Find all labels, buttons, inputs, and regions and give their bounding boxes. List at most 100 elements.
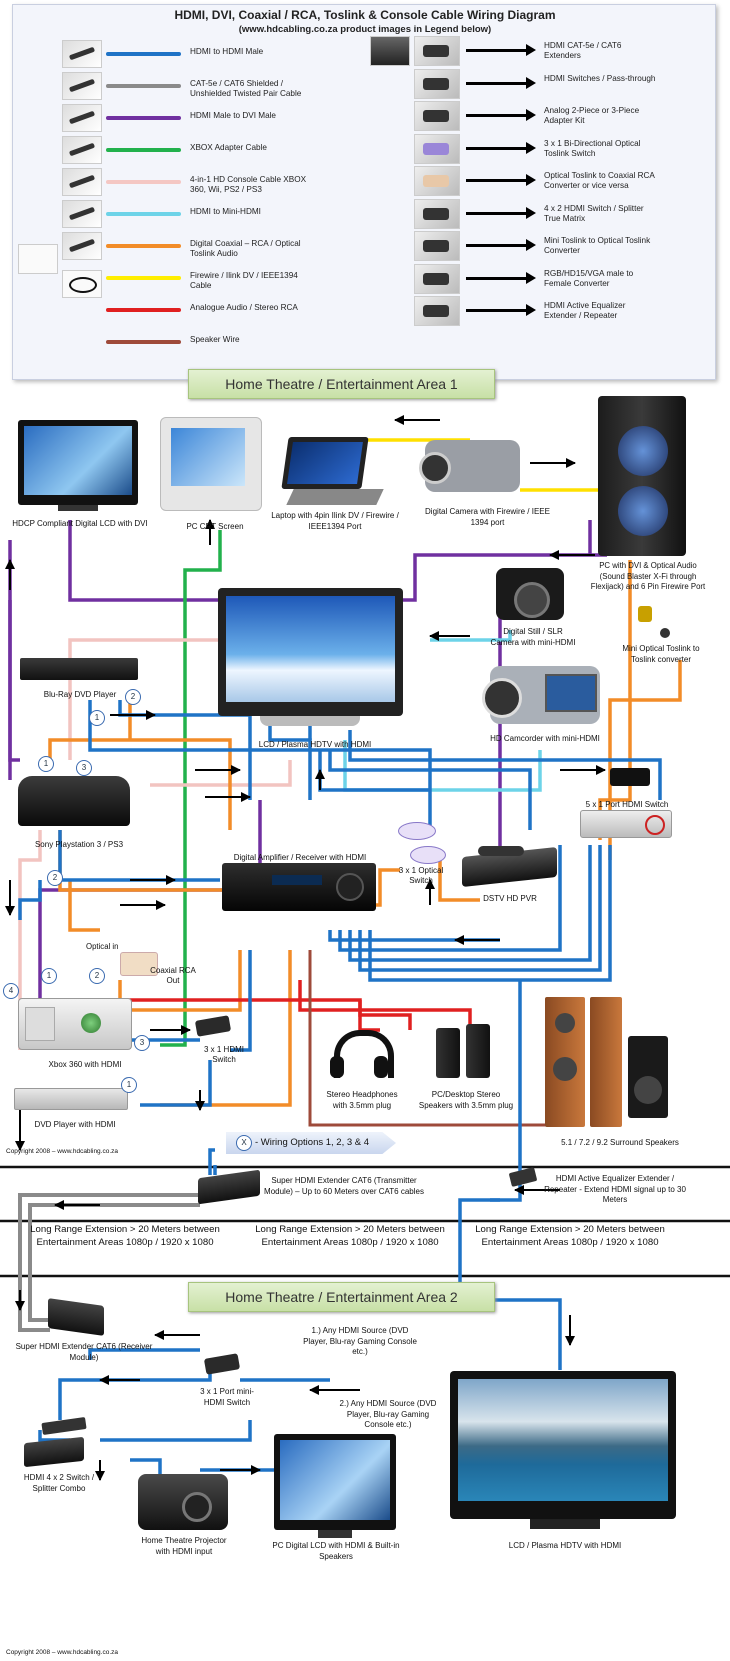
product-label: Mini Toslink to Optical Toslink Converte… <box>544 236 651 255</box>
ps3-label: Sony Playstation 3 / PS3 <box>34 840 124 849</box>
product-thumbnail <box>414 198 460 229</box>
wiring-options-label: - Wiring Options 1, 2, 3 & 4 <box>255 1137 370 1148</box>
product-thumbnail <box>414 68 460 99</box>
coaxial-out-label: Coaxial RCA Out <box>150 966 196 985</box>
splitter-label: HDMI 4 x 2 Switch / Splitter Combo <box>23 1473 95 1493</box>
amplifier-image <box>222 863 376 911</box>
cable-color-line <box>106 308 181 312</box>
ps3-image <box>18 776 130 826</box>
option-number: 1 <box>38 756 54 772</box>
slr-label: Digital Still / SLR Camera with mini-HDM… <box>490 627 576 647</box>
wiring-options-banner <box>226 1132 396 1154</box>
product-thumbnail <box>414 166 460 196</box>
product-arrow <box>466 239 536 251</box>
bluray-label: Blu-Ray DVD Player <box>43 690 117 699</box>
wiring-marker: X <box>236 1135 252 1151</box>
cable-thumbnail <box>62 40 102 68</box>
product-arrow <box>466 271 536 284</box>
projector-label: Home Theatre Projector with HDMI input <box>141 1536 227 1556</box>
dvd-label: DVD Player with HDMI <box>34 1120 116 1129</box>
coax-converter-image <box>120 952 158 976</box>
pc-tower-image <box>598 396 686 556</box>
surround-label: 5.1 / 7.2 / 9.2 Surround Speakers <box>561 1138 679 1147</box>
surround-speaker-center-image <box>590 997 622 1127</box>
legend-panel <box>12 4 716 380</box>
headphones-cup-right <box>374 1056 388 1078</box>
area1-title: Home Theatre / Entertainment Area 1 <box>188 369 495 399</box>
cable-label: Digital Coaxial – RCA / Optical Toslink … <box>190 239 301 258</box>
product-thumbnail <box>370 36 410 66</box>
optical-switch-image-2 <box>410 846 446 864</box>
laptop-label: Laptop with 4pin Ilink DV / Firewire / I… <box>271 511 399 531</box>
coax-plug-thumbnail <box>18 244 58 274</box>
product-thumbnail <box>414 231 460 261</box>
long-range-label-2: Long Range Extension > 20 Meters between… <box>255 1224 445 1248</box>
projector-image <box>138 1474 228 1530</box>
copyright-2: Copyright 2008 – www.hdcabling.co.za <box>6 1649 119 1656</box>
product-arrow <box>466 44 536 56</box>
pvr-label: DSTV HD PVR <box>483 894 537 903</box>
cable-thumbnail <box>62 200 102 228</box>
crt-image <box>160 417 262 511</box>
amplifier-label: Digital Amplifier / Receiver with HDMI <box>233 853 367 862</box>
option-number: 2 <box>47 870 63 886</box>
source1-label: 1.) Any HDMI Source (DVD Player, Blu-ray… <box>303 1326 417 1356</box>
product-arrow <box>466 304 536 316</box>
headphones-label: Stereo Headphones with 3.5mm plug <box>326 1090 398 1110</box>
xbox-label: Xbox 360 with HDMI <box>48 1060 122 1069</box>
subwoofer-image <box>628 1036 668 1118</box>
camera-image <box>419 440 520 492</box>
cable-label: CAT-5e / CAT6 Shielded / Unshielded Twis… <box>190 79 302 98</box>
crt-label: PC CRT Screen <box>186 522 244 531</box>
hdtv-stand <box>260 716 360 726</box>
cable-color-line <box>106 52 181 56</box>
cable-color-line <box>106 116 181 120</box>
pc-speakers-label: PC/Desktop Stereo Speakers with 3.5mm pl… <box>418 1090 514 1110</box>
camcorder-label: HD Camcorder with mini-HDMI <box>490 734 600 743</box>
product-thumbnail <box>414 263 460 294</box>
cable-thumbnail <box>62 168 102 196</box>
hdmi-5x1-switch-image <box>580 810 672 838</box>
option-number: 1 <box>89 710 105 726</box>
hdtv2-stand <box>530 1519 600 1529</box>
lcd-monitor-label: HDCP Compliant Digital LCD with DVI <box>12 519 148 528</box>
copyright-1: Copyright 2008 – www.hdcabling.co.za <box>6 1148 119 1155</box>
product-label: 4 x 2 HDMI Switch / Splitter True Matrix <box>544 203 644 223</box>
lcd-monitor-stand <box>58 505 98 511</box>
laptop-image <box>281 437 369 489</box>
headphones-image <box>334 1030 394 1078</box>
product-label: 3 x 1 Bi-Directional Optical Toslink Swi… <box>544 138 641 158</box>
cable-label: 4-in-1 HD Console Cable XBOX 360, Wii, P… <box>190 175 307 194</box>
product-arrow <box>466 76 536 89</box>
product-thumbnail <box>414 133 460 164</box>
cable-label: HDMI to HDMI Male <box>190 47 264 56</box>
hdmi-3x1-switch-label: 3 x 1 HDMI Switch <box>203 1045 244 1064</box>
option-number: 1 <box>121 1077 137 1093</box>
product-arrow <box>466 109 536 121</box>
optical-switch-image <box>398 822 436 840</box>
cable-color-line <box>106 84 181 88</box>
cable-thumbnail <box>62 104 102 132</box>
long-range-label-1: Long Range Extension > 20 Meters between… <box>30 1224 220 1248</box>
product-arrow <box>466 141 536 154</box>
lcd-monitor-image <box>18 420 138 505</box>
equalizer-label: HDMI Active Equalizer Extender / Repeate… <box>544 1174 686 1204</box>
hdtv2-image <box>450 1371 676 1519</box>
mini-toslink-label: Mini Optical Toslink to Toslink converte… <box>622 644 700 664</box>
transmitter-label: Super HDMI Extender CAT6 (Transmitter Mo… <box>264 1176 424 1196</box>
product-thumbnail <box>414 36 460 66</box>
option-number: 4 <box>3 983 19 999</box>
product-thumbnail <box>414 101 460 131</box>
option-number: 1 <box>41 968 57 984</box>
optical-switch-label: 3 x 1 Optical Switch <box>398 866 444 885</box>
option-number: 3 <box>76 760 92 776</box>
pc-lcd-stand <box>318 1530 352 1538</box>
cable-label: Speaker Wire <box>190 335 240 344</box>
optical-in-label: Optical in <box>86 942 119 951</box>
cable-label: Analogue Audio / Stereo RCA <box>190 303 298 312</box>
slr-image <box>496 568 564 620</box>
pc-lcd-image <box>274 1434 396 1530</box>
area2-title: Home Theatre / Entertainment Area 2 <box>188 1282 495 1312</box>
xbox-image <box>18 998 132 1050</box>
cable-label: XBOX Adapter Cable <box>190 143 267 152</box>
